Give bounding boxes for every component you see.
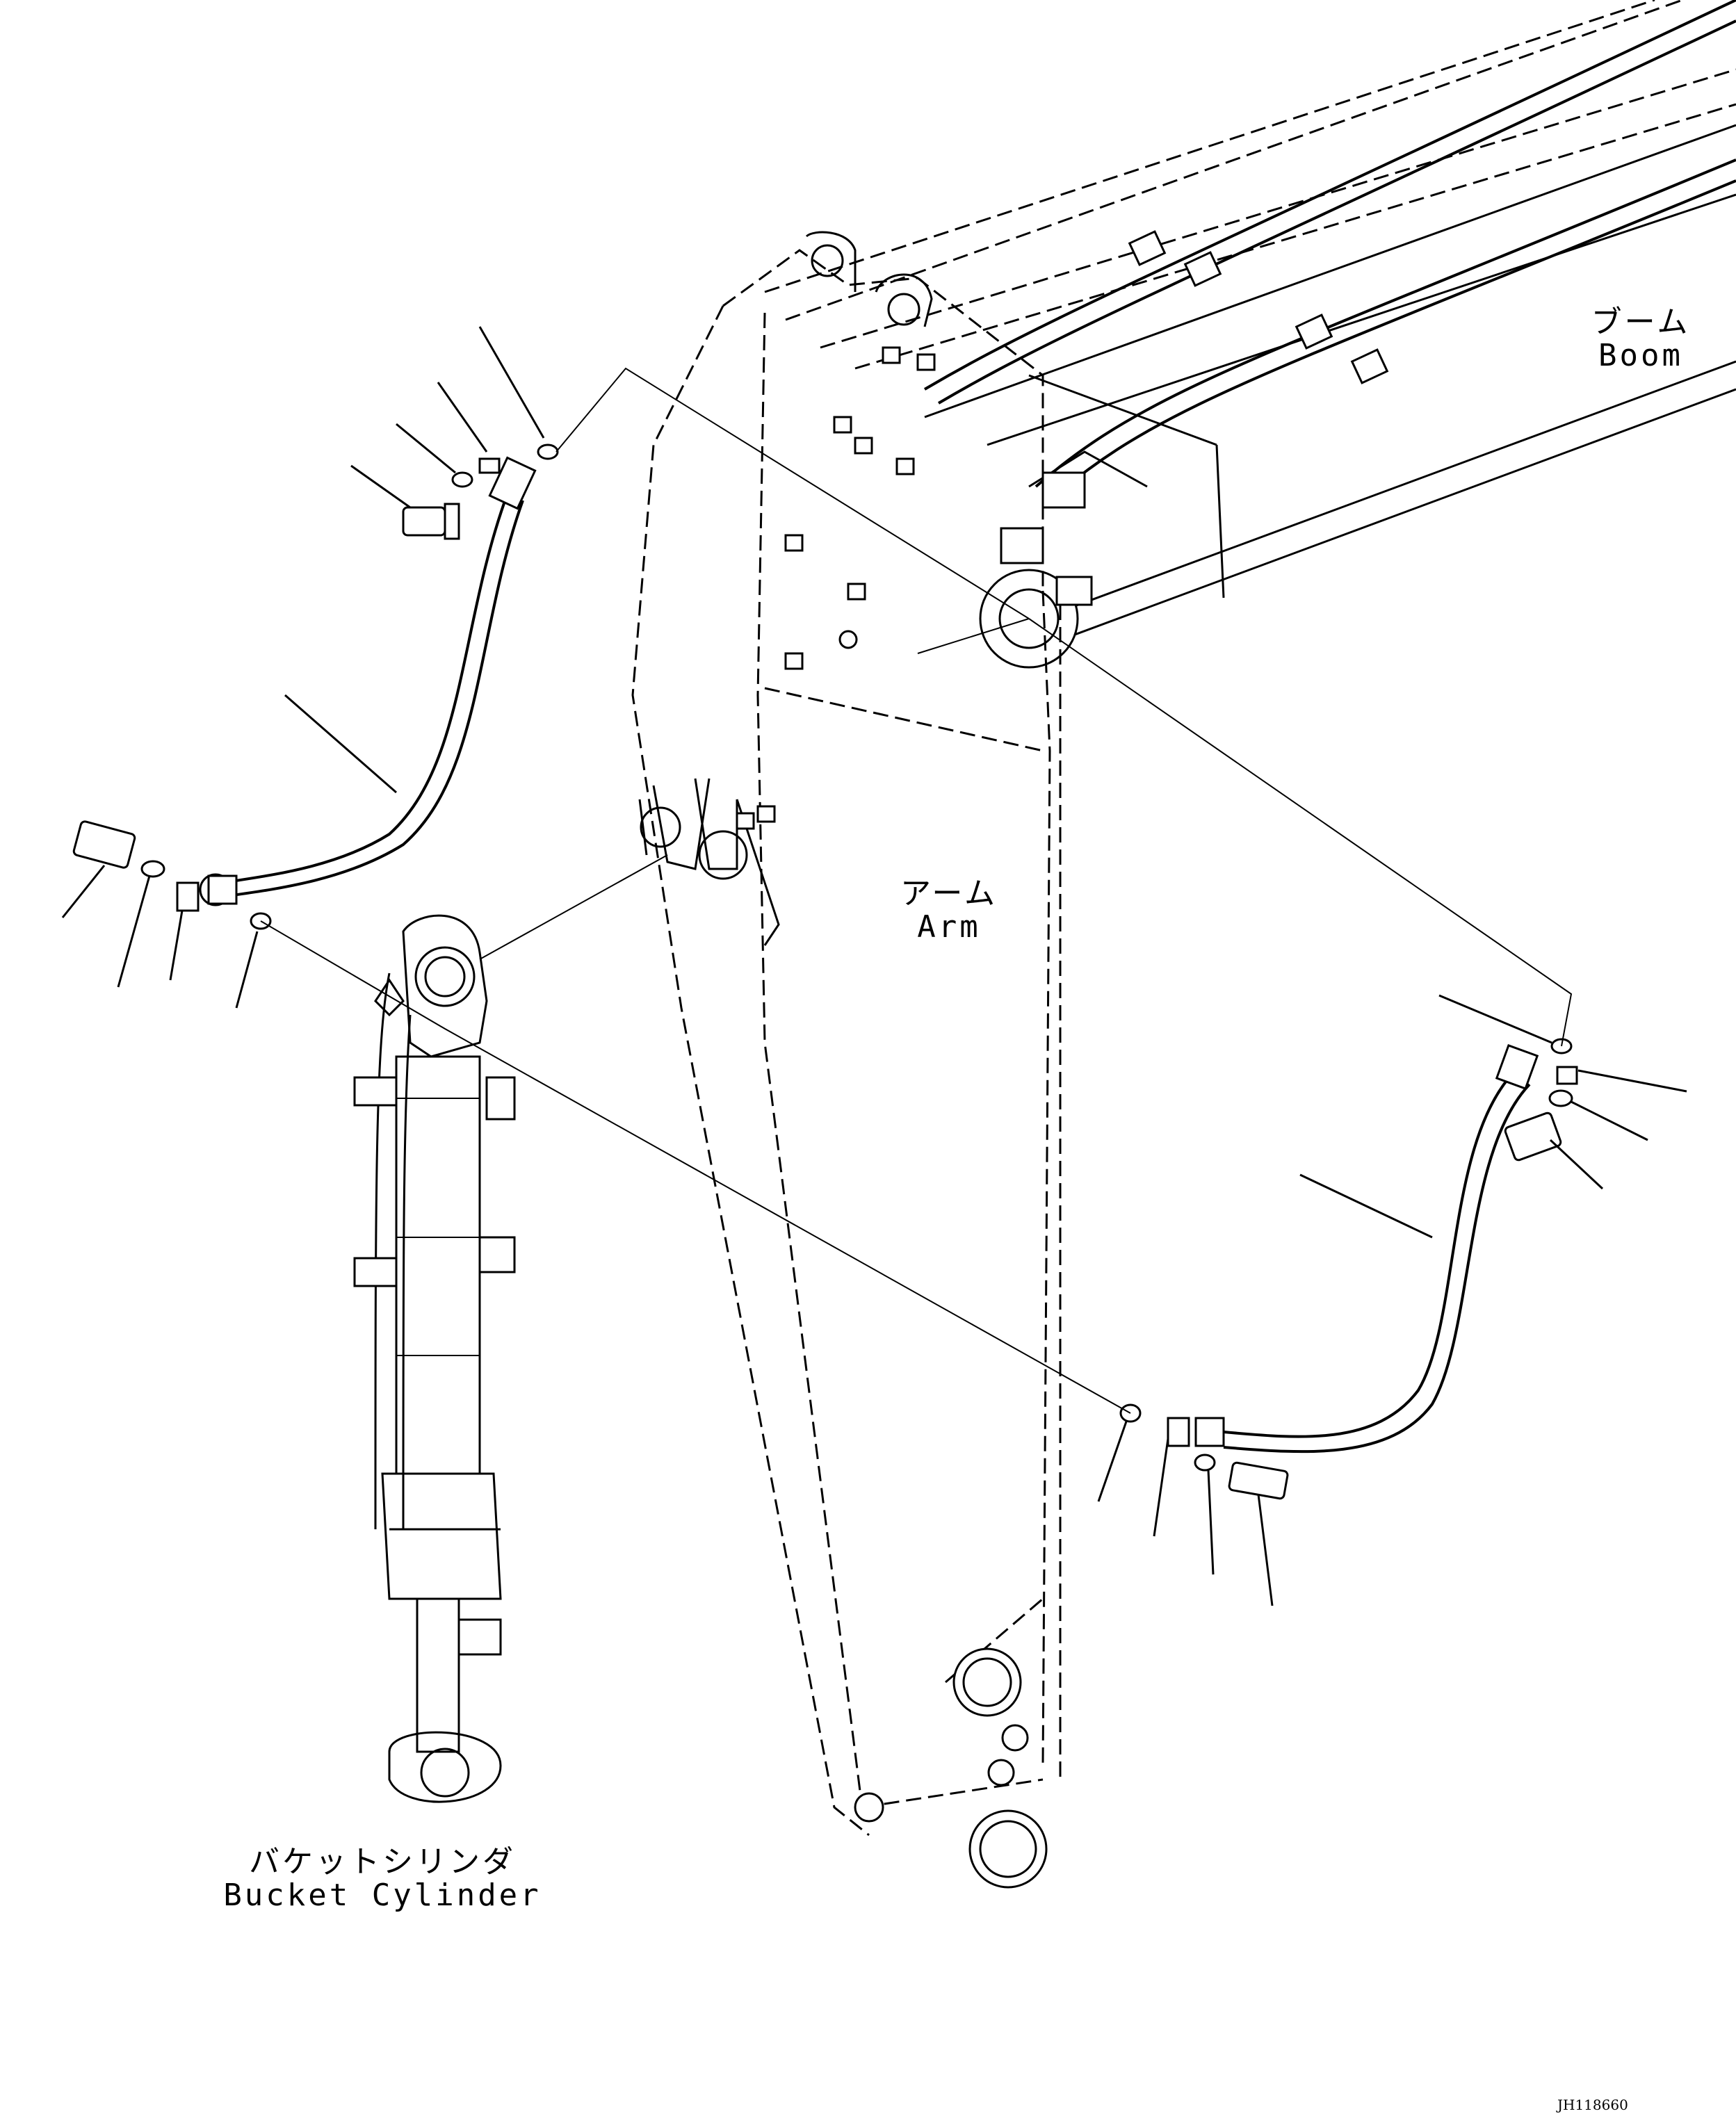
- bucket-cylinder-label-en: Bucket Cylinder: [223, 1878, 542, 1914]
- left-hose-assembly: [72, 443, 559, 930]
- arm-label-jp: アーム: [900, 876, 998, 911]
- leader-lines: [61, 326, 1687, 1606]
- assembly-lines: [260, 367, 1573, 1414]
- boom-hoses: [923, 0, 1736, 502]
- boom-label: ブーム Boom: [1557, 304, 1724, 374]
- bucket-cylinder-label: バケットシリンダ Bucket Cylinder: [222, 1844, 542, 1914]
- boom-label-en: Boom: [1598, 338, 1683, 374]
- right-hose-assembly: [1119, 1038, 1578, 1500]
- arm: [631, 231, 1062, 1889]
- boom-arm-joint: [979, 471, 1093, 669]
- boom-label-jp: ブーム: [1591, 304, 1691, 340]
- boom: [764, 0, 1736, 648]
- bucket-cylinder: [353, 914, 516, 1803]
- bucket-cylinder-label-jp: バケットシリンダ: [249, 1844, 516, 1880]
- arm-label-en: Arm: [917, 909, 981, 945]
- drawing-code: JH118660: [1557, 2096, 1628, 2113]
- arm-label: アーム Arm: [879, 877, 1019, 945]
